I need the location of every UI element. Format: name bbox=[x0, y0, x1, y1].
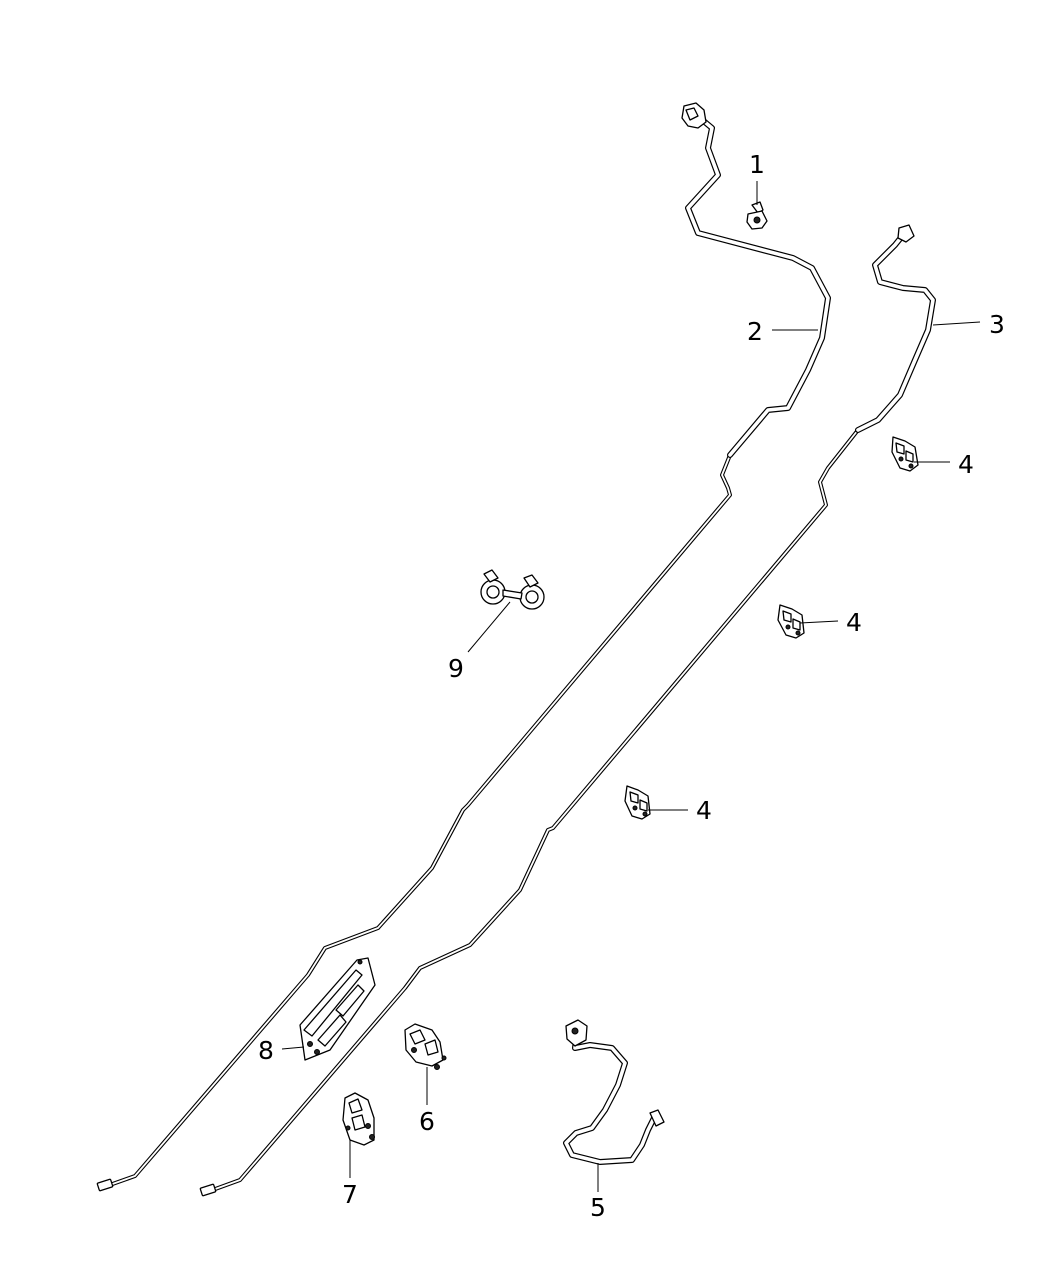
leader-3 bbox=[932, 321, 981, 326]
callout-5: 5 bbox=[590, 1193, 606, 1222]
leader-4b bbox=[799, 620, 839, 624]
callout-4a: 4 bbox=[958, 450, 974, 479]
clip-4c bbox=[624, 785, 651, 820]
callout-2: 2 bbox=[747, 317, 763, 346]
callout-8: 8 bbox=[258, 1036, 274, 1065]
leader-8 bbox=[281, 1046, 305, 1050]
clip-4b bbox=[777, 604, 805, 639]
double-clip-9 bbox=[480, 569, 545, 610]
callout-7: 7 bbox=[342, 1180, 358, 1209]
callout-4b: 4 bbox=[846, 608, 862, 637]
fuel-line-3 bbox=[199, 224, 936, 1197]
clip-1 bbox=[746, 201, 768, 230]
callout-3: 3 bbox=[989, 310, 1005, 339]
callout-1: 1 bbox=[749, 150, 765, 179]
clip-4a bbox=[891, 436, 919, 472]
callout-4c: 4 bbox=[696, 796, 712, 825]
tube-5 bbox=[563, 1019, 665, 1165]
fuel-line-2 bbox=[96, 102, 831, 1192]
leader-lines bbox=[281, 181, 981, 1192]
callout-6: 6 bbox=[419, 1107, 435, 1136]
bracket-8 bbox=[299, 957, 376, 1061]
callout-9: 9 bbox=[448, 654, 464, 683]
clip-6 bbox=[404, 1023, 447, 1070]
leader-9 bbox=[467, 601, 511, 653]
clip-7 bbox=[342, 1092, 375, 1146]
